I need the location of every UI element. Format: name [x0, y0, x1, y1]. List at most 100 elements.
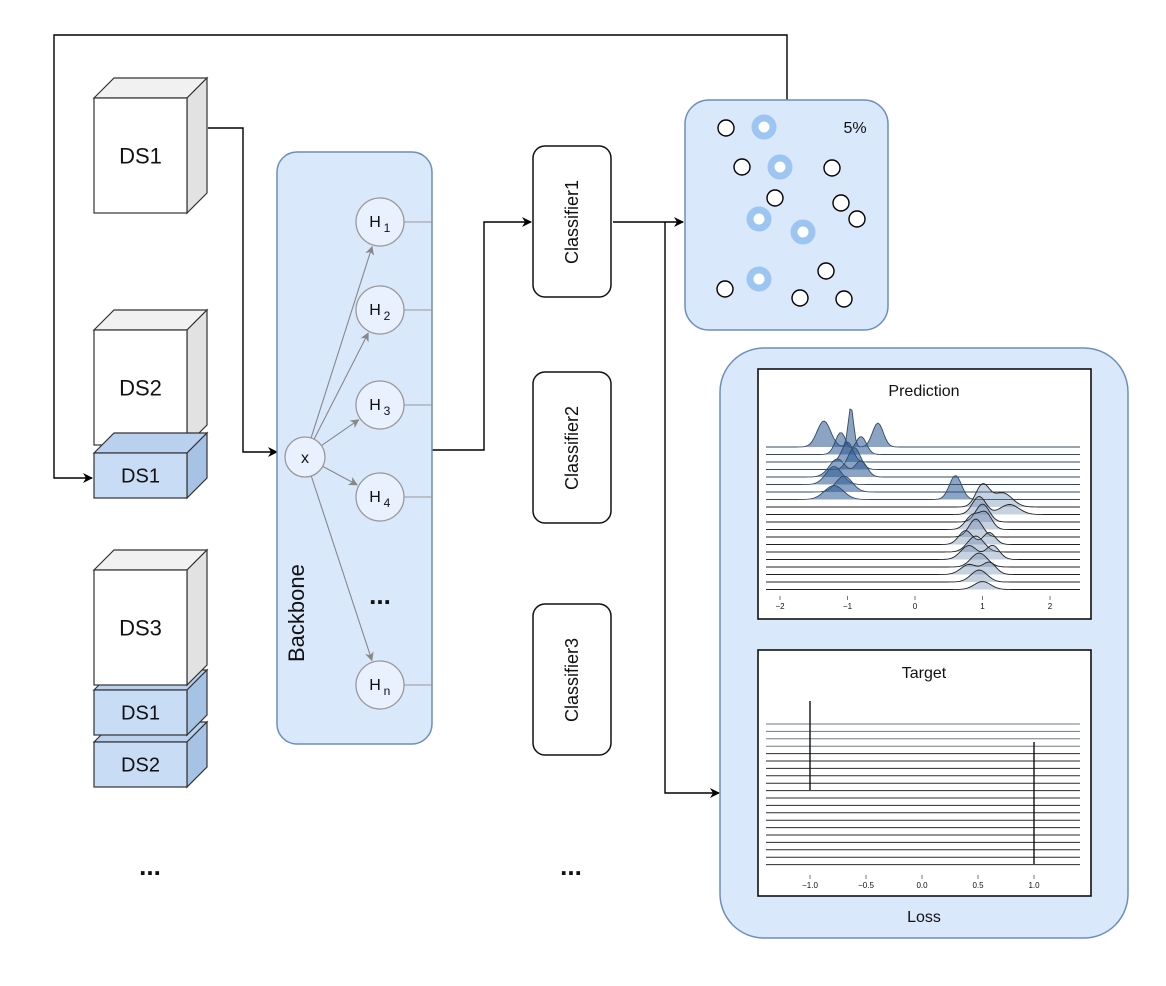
ds-cube-stack1-ds1-front [93, 97, 188, 214]
loss-label: Loss [907, 909, 941, 926]
head-arrow [310, 245, 374, 439]
head-node-label: H [369, 397, 381, 414]
connectors [53, 34, 788, 798]
classifier-box [532, 603, 612, 756]
prediction-tick-label: −2 [775, 602, 785, 611]
classifiers-ellipsis: ... [560, 851, 582, 881]
head-node-circle [355, 197, 405, 247]
sample-point [817, 262, 835, 280]
head-arrow [310, 475, 374, 662]
target-plot: Target −1.0 −0.5 0.0 0.5 1.0 [757, 649, 1092, 897]
ridge-line [766, 466, 1080, 485]
backbone-to-classifier-arrow [432, 217, 532, 451]
sample-pool-panel [684, 99, 889, 331]
backbone-label: Backbone [284, 564, 309, 662]
ridge-fill [766, 476, 1080, 492]
head-arrow [313, 332, 369, 440]
ridge-line [766, 510, 1080, 530]
ridge-line [766, 535, 1080, 553]
sample-pool: 5% [684, 99, 889, 331]
target-tick-label: −0.5 [858, 881, 874, 890]
target-tick-label: 1.0 [1028, 881, 1040, 890]
head-node-subscript: 4 [384, 496, 391, 510]
target-title: Target [902, 665, 947, 682]
ds-cube-stack2-ds2-side [186, 308, 208, 447]
sample-point [832, 194, 850, 212]
head-node-circle [355, 380, 405, 430]
target-tick-label: 0.0 [916, 881, 928, 890]
ridge-line [766, 530, 1080, 545]
ridge-line [766, 458, 1080, 478]
sample-point [733, 158, 751, 176]
ridge-fill [766, 545, 1080, 560]
ridge-line [766, 441, 1080, 463]
ds-cube-stack2-ds1-label: DS1 [121, 466, 160, 488]
head-node-circle [355, 660, 405, 710]
ds-cube-stack3-ds2-label: DS2 [121, 755, 160, 777]
ds-cube-stack1-ds1-side [186, 76, 208, 215]
ridge-fill [766, 442, 1080, 462]
sample-point [766, 189, 784, 207]
selected-sample-point [767, 154, 793, 180]
head-node-subscript: 3 [384, 404, 391, 418]
ds1-to-input-arrow [208, 127, 278, 457]
ridge-line [766, 496, 1080, 515]
head-node-label: H [369, 214, 381, 231]
target-tick-label: 0.5 [972, 881, 984, 890]
prediction-ridges [766, 408, 1080, 590]
ridge-line [766, 569, 1080, 583]
classifier-to-loss-arrow [664, 222, 720, 798]
classifier-label: Classifier3 [562, 638, 582, 722]
head-arrow [322, 465, 358, 486]
ds-cube-stack2-ds2: DS2 [92, 308, 209, 447]
classifier-1: Classifier1 [532, 145, 612, 298]
ridge-fill [766, 496, 1080, 515]
sample-point [835, 290, 853, 308]
pool-dots [716, 114, 866, 308]
ridge-fill [766, 483, 1080, 507]
target-ridges [766, 701, 1080, 866]
head-node-label: H [369, 677, 381, 694]
target-x-axis: −1.0 −0.5 0.0 0.5 1.0 [802, 875, 1040, 890]
ds-cube-stack3-ds3-label: DS3 [119, 615, 162, 640]
classifier-3: Classifier3 [532, 603, 612, 756]
sample-point [716, 280, 734, 298]
head-node-subscript: 2 [384, 309, 391, 323]
head-node-label: H [369, 489, 381, 506]
ds-cube-stack3-ds3-side [186, 548, 208, 687]
head-node-subscript: 1 [384, 221, 391, 235]
ds-cube-stack3-ds1-label: DS1 [121, 703, 160, 725]
ridge-line [766, 475, 1080, 493]
ds-cube-stack3-ds2-front [93, 741, 188, 788]
ridge-line [766, 475, 1080, 500]
selected-sample-point [746, 266, 772, 292]
ds-cube-stack3-ds3-front [93, 569, 188, 686]
classifier-2: Classifier2 [532, 371, 612, 524]
feedback-arrow [53, 34, 788, 483]
target-tick-label: −1.0 [802, 881, 818, 890]
ds-cube-stack3-ds1-front [93, 689, 188, 736]
classifier-box [532, 371, 612, 524]
heads-ellipsis: ... [369, 580, 391, 610]
classifier-box [532, 145, 612, 298]
ds-cube-stack1-ds1-label: DS1 [119, 143, 162, 168]
input-node-label: x [301, 450, 309, 467]
ds-cube-stack2-ds2-front [93, 329, 188, 446]
selected-sample-point [751, 114, 777, 140]
ridge-line [766, 552, 1080, 568]
prediction-tick-label: 1 [980, 602, 985, 611]
prediction-tick-label: 0 [913, 602, 918, 611]
selected-sample-point [746, 206, 772, 232]
